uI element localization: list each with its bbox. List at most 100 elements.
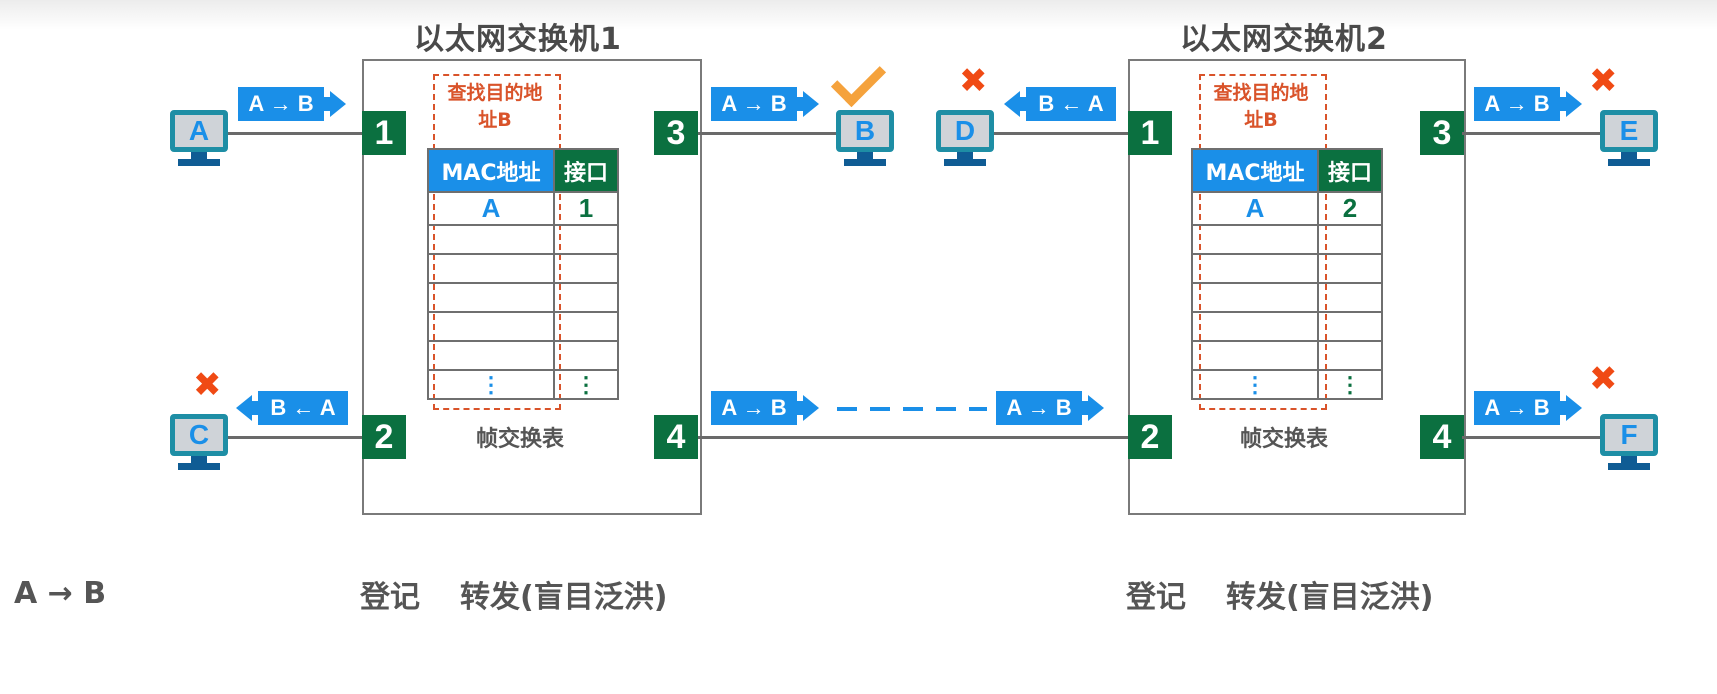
- link-c-switch1: [226, 436, 362, 439]
- switch1-frame-table: MAC地址 接口 A 1 ⋮ ⋮: [427, 148, 619, 400]
- background-fade: [0, 0, 1717, 30]
- link-switch2-f: [1462, 436, 1600, 439]
- frame-label: A → B: [238, 87, 324, 121]
- switch1-port-1[interactable]: 1: [362, 111, 406, 155]
- frame-a-to-b: A → B: [711, 391, 819, 425]
- table-row: [427, 224, 619, 255]
- switch2-port-3[interactable]: 3: [1420, 111, 1464, 155]
- link-switch1-b: [698, 132, 836, 135]
- mac-cell: A: [427, 191, 555, 226]
- interface-cell: 2: [1317, 191, 1383, 226]
- computer-icon: A: [170, 110, 228, 152]
- computer-icon: F: [1600, 414, 1658, 456]
- checkmark-icon: [830, 51, 887, 108]
- transmission-dashed-line: [837, 407, 987, 411]
- frame-a-to-b: A → B: [996, 391, 1104, 425]
- column-header-mac: MAC地址: [1191, 148, 1319, 193]
- link-switch2-e: [1462, 132, 1600, 135]
- table-row: ⋮ ⋮: [1191, 369, 1383, 400]
- host-c[interactable]: C: [170, 414, 228, 470]
- column-header-interface: 接口: [553, 148, 619, 193]
- computer-icon: B: [836, 110, 894, 152]
- computer-icon: E: [1600, 110, 1658, 152]
- host-label: B: [854, 115, 876, 146]
- switch1-table-caption: 帧交换表: [476, 427, 565, 452]
- arrow-right-icon: [803, 395, 819, 421]
- table-row: [427, 340, 619, 371]
- mac-cell: A: [1191, 191, 1319, 226]
- host-label: E: [1619, 115, 1639, 146]
- switch2-frame-table: MAC地址 接口 A 2 ⋮ ⋮: [1191, 148, 1383, 400]
- host-label: F: [1620, 419, 1638, 450]
- frame-label: A → B: [711, 391, 797, 425]
- host-e[interactable]: E: [1600, 110, 1658, 166]
- table-row: A 2: [1191, 191, 1383, 226]
- host-label: C: [188, 419, 210, 450]
- frame-a-to-b: A → B: [1474, 391, 1582, 425]
- host-f[interactable]: F: [1600, 414, 1658, 470]
- frame-a-to-b: A → B: [1474, 87, 1582, 121]
- legend-frame: A → B: [14, 576, 107, 611]
- switch2-lookup-label: 查找目的地址B: [1213, 82, 1309, 131]
- cross-icon: ✖: [1589, 359, 1618, 399]
- switch1-step-forward: 转发(盲目泛洪): [460, 580, 668, 615]
- ellipsis-icon: ⋮: [1317, 369, 1383, 400]
- cross-icon: ✖: [959, 61, 988, 101]
- table-row: [1191, 340, 1383, 371]
- switch1-step-register: 登记: [360, 580, 420, 615]
- interface-cell: 1: [553, 191, 619, 226]
- host-d[interactable]: D: [936, 110, 994, 166]
- cross-icon: ✖: [1589, 61, 1618, 101]
- arrow-left-icon: [236, 395, 252, 421]
- switch2-port-2[interactable]: 2: [1128, 415, 1172, 459]
- arrow-left-icon: [1004, 91, 1020, 117]
- switch2-step-forward: 转发(盲目泛洪): [1226, 580, 1434, 615]
- frame-a-to-b: B ← A: [236, 391, 348, 425]
- frame-label: B ← A: [258, 391, 348, 425]
- host-label: A: [188, 115, 210, 146]
- ellipsis-icon: ⋮: [427, 369, 555, 400]
- arrow-right-icon: [1566, 91, 1582, 117]
- computer-icon: C: [170, 414, 228, 456]
- ellipsis-icon: ⋮: [1191, 369, 1319, 400]
- switch2-title: 以太网交换机2: [1180, 22, 1388, 57]
- column-header-mac: MAC地址: [427, 148, 555, 193]
- switch1-lookup-label: 查找目的地址B: [447, 82, 543, 131]
- table-row: [1191, 253, 1383, 284]
- switch1-port-4[interactable]: 4: [654, 415, 698, 459]
- ellipsis-icon: ⋮: [553, 369, 619, 400]
- frame-label: B ← A: [1026, 87, 1116, 121]
- switch2-port-4[interactable]: 4: [1420, 415, 1464, 459]
- frame-a-to-b: A → B: [711, 87, 819, 121]
- switch2-step-register: 登记: [1126, 580, 1186, 615]
- table-row: [427, 253, 619, 284]
- table-row: [427, 282, 619, 313]
- link-switch1-switch2: [698, 436, 1128, 439]
- link-d-switch2: [992, 132, 1128, 135]
- table-row: [1191, 282, 1383, 313]
- table-row: A 1: [427, 191, 619, 226]
- switch1-title: 以太网交换机1: [414, 22, 622, 57]
- column-header-interface: 接口: [1317, 148, 1383, 193]
- frame-label: A → B: [711, 87, 797, 121]
- switch1-port-3[interactable]: 3: [654, 111, 698, 155]
- table-row: [1191, 224, 1383, 255]
- switch1-port-2[interactable]: 2: [362, 415, 406, 459]
- arrow-right-icon: [1566, 395, 1582, 421]
- frame-a-to-b: A → B: [238, 87, 346, 121]
- table-row: ⋮ ⋮: [427, 369, 619, 400]
- table-row: [1191, 311, 1383, 342]
- switch2-table-caption: 帧交换表: [1240, 427, 1329, 452]
- arrow-right-icon: [803, 91, 819, 117]
- host-a[interactable]: A: [170, 110, 228, 166]
- arrow-right-icon: [330, 91, 346, 117]
- table-row: [427, 311, 619, 342]
- arrow-right-icon: [1088, 395, 1104, 421]
- frame-a-to-b: B ← A: [1004, 87, 1116, 121]
- host-b[interactable]: B: [836, 110, 894, 166]
- host-label: D: [954, 115, 976, 146]
- switch2-port-1[interactable]: 1: [1128, 111, 1172, 155]
- frame-label: A → B: [1474, 87, 1560, 121]
- cross-icon: ✖: [193, 365, 222, 405]
- frame-label: A → B: [996, 391, 1082, 425]
